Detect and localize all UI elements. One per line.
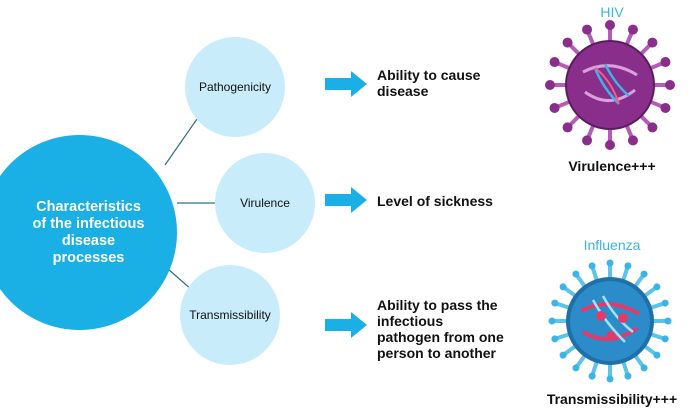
hiv-title: HIV xyxy=(600,4,624,20)
connector-pathogenicity xyxy=(164,118,198,166)
influenza-caption: Transmissibility+++ xyxy=(546,391,678,407)
transmissibility-circle: Transmissibility xyxy=(180,265,280,365)
hiv-virus-illustration xyxy=(545,20,675,150)
arrow-right-icon xyxy=(325,312,367,338)
main-concept-label: Characteristics of the infectious diseas… xyxy=(32,198,145,266)
pathogenicity-description: Ability to cause disease xyxy=(377,67,481,99)
main-concept-circle: Characteristics of the infectious diseas… xyxy=(0,135,177,330)
arrow-right-icon xyxy=(325,187,367,213)
arrow-right-icon xyxy=(325,71,367,97)
virulence-circle: Virulence xyxy=(215,153,315,253)
transmissibility-description: Ability to pass the infectious pathogen … xyxy=(377,297,504,361)
virulence-label: Virulence xyxy=(240,196,290,210)
pathogenicity-label: Pathogenicity xyxy=(198,80,272,94)
influenza-virus-illustration xyxy=(548,259,672,383)
virulence-description: Level of sickness xyxy=(377,193,493,209)
pathogenicity-circle: Pathogenicity xyxy=(185,37,285,137)
hiv-caption: Virulence+++ xyxy=(568,158,656,174)
transmissibility-label: Transmissibility xyxy=(189,308,271,322)
influenza-title: Influenza xyxy=(583,237,641,253)
